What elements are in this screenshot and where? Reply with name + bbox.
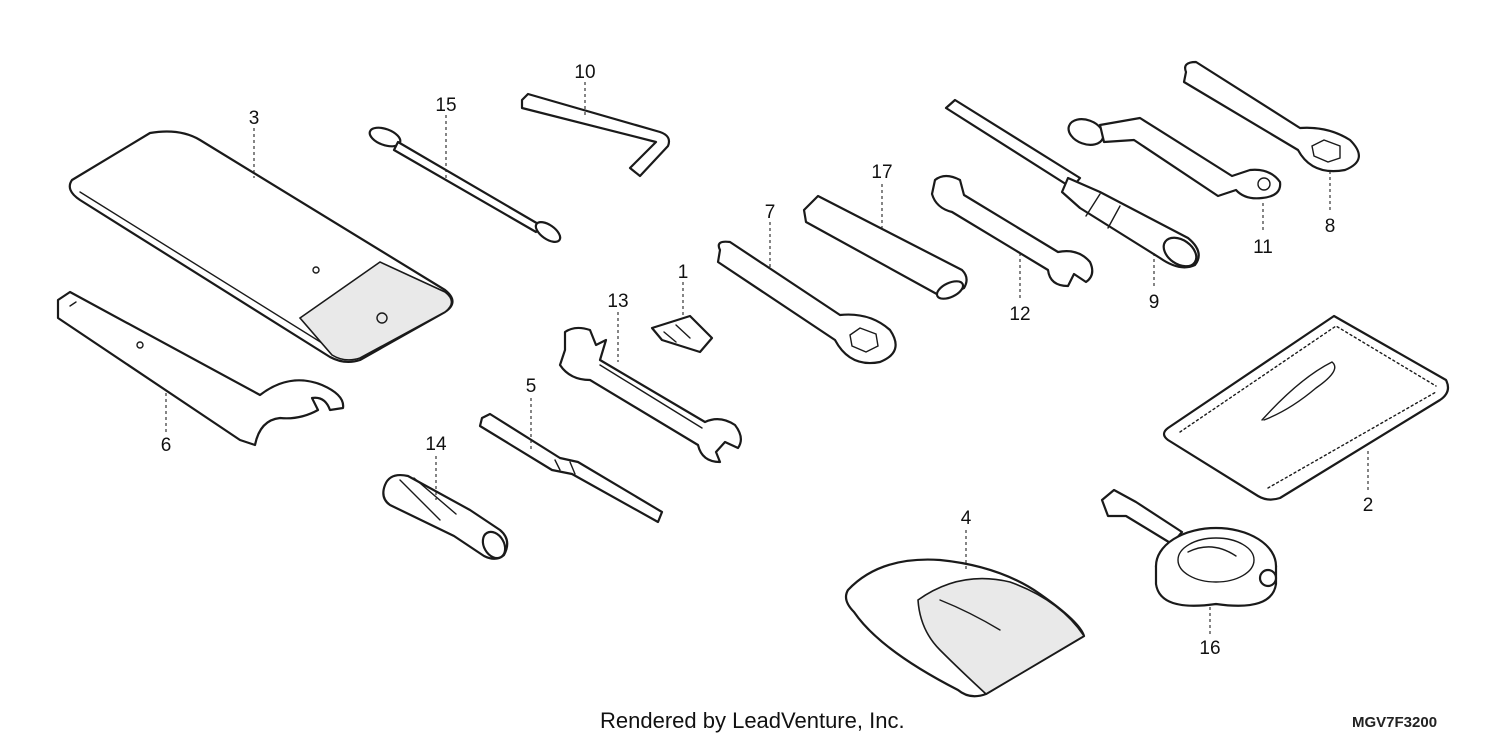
part-13-open-wrench[interactable] xyxy=(558,326,742,464)
callout-16: 16 xyxy=(1199,638,1220,659)
part-5-screwdriver-bit[interactable] xyxy=(478,412,664,524)
callout-12: 12 xyxy=(1009,304,1030,325)
part-14-screwdriver-handle[interactable] xyxy=(382,473,509,562)
part-2-document-bag[interactable] xyxy=(1162,314,1450,501)
part-11-offset-wrench[interactable] xyxy=(1065,115,1282,200)
callout-7: 7 xyxy=(765,202,776,223)
part-9-plug-socket[interactable] xyxy=(944,98,1202,272)
callout-13: 13 xyxy=(607,291,628,312)
part-4-tool-pouch[interactable] xyxy=(844,558,1086,698)
callout-2: 2 xyxy=(1363,495,1374,516)
callout-10: 10 xyxy=(574,62,595,83)
part-3-tool-bag[interactable] xyxy=(68,130,454,364)
callout-8: 8 xyxy=(1325,216,1336,237)
part-7-box-wrench[interactable] xyxy=(716,240,897,365)
part-10-hex-key[interactable] xyxy=(520,92,671,178)
part-17-extension-bar[interactable] xyxy=(802,194,968,302)
diagram-code: MGV7F3200 xyxy=(1352,714,1438,731)
part-15-small-wrench[interactable] xyxy=(367,124,563,246)
callout-14: 14 xyxy=(425,434,447,455)
part-12-open-wrench[interactable] xyxy=(930,174,1094,288)
callout-4: 4 xyxy=(961,508,972,529)
part-6-pin-spanner[interactable] xyxy=(56,290,345,447)
callout-11: 11 xyxy=(1253,237,1273,258)
callout-9: 9 xyxy=(1149,292,1160,313)
callout-17: 17 xyxy=(871,162,892,183)
callout-6: 6 xyxy=(161,435,172,456)
callout-5: 5 xyxy=(526,376,537,397)
callout-15: 15 xyxy=(435,95,456,116)
part-16-filter-wrench[interactable] xyxy=(1100,488,1278,607)
callout-3: 3 xyxy=(249,108,260,129)
part-1-clip[interactable] xyxy=(650,314,714,354)
part-8-box-wrench[interactable] xyxy=(1182,60,1360,173)
callout-1: 1 xyxy=(678,262,689,283)
footer-credit: Rendered by LeadVenture, Inc. xyxy=(600,708,905,733)
